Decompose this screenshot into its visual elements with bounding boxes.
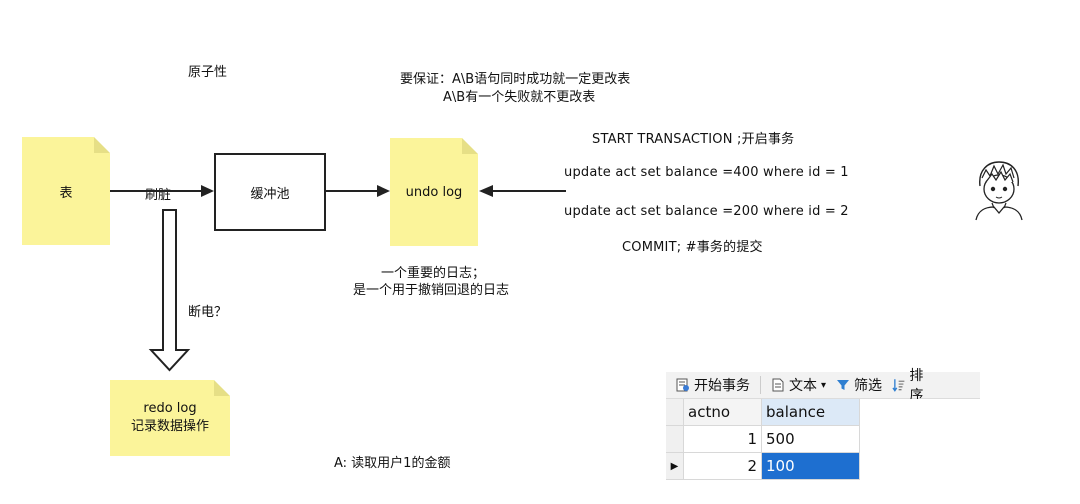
table-cell-balance-selected[interactable]: 100: [762, 453, 860, 480]
sql-update-2: update act set balance =200 where id = 2: [564, 204, 849, 219]
undo-log-label: undo log: [405, 184, 463, 200]
column-header-label: balance: [766, 403, 826, 421]
text-document-icon: [772, 378, 784, 392]
guarantee-line-2: A\B有一个失败就不更改表: [443, 90, 596, 105]
transaction-icon: [676, 378, 689, 392]
filter-label: 筛选: [854, 378, 883, 394]
current-row-arrow-icon: ▶: [670, 461, 679, 472]
note-fold-icon: [94, 137, 110, 153]
filter-icon: [837, 380, 850, 390]
data-grid-widget: 开始事务 文本 ▾ 筛选 排序: [666, 368, 980, 485]
chevron-down-icon: ▾: [821, 379, 827, 391]
toolbar-divider: [760, 376, 761, 394]
power-off-arrow-icon: [148, 209, 191, 372]
text-label: 文本: [789, 378, 817, 394]
buffer-pool-label: 缓冲池: [250, 186, 290, 202]
begin-transaction-label: 开始事务: [694, 378, 750, 394]
undo-desc-line-1: 一个重要的日志；: [381, 266, 486, 281]
table-note: 表: [22, 137, 110, 245]
power-off-label: 断电？: [188, 305, 228, 320]
result-grid: ▶ actno balance 1 500 2 100: [666, 399, 980, 485]
row-indicator-current[interactable]: ▶: [666, 453, 684, 480]
table-cell-actno[interactable]: 2: [684, 453, 762, 480]
row-indicator[interactable]: [666, 426, 684, 453]
table-cell-balance[interactable]: 500: [762, 426, 860, 453]
note-fold-icon: [462, 138, 478, 154]
undo-desc-line-2: 是一个用于撤销回退的日志: [353, 283, 510, 298]
arrow-head-icon: [377, 185, 390, 197]
buffer-pool-box: 缓冲池: [214, 153, 326, 231]
redo-log-line-1: redo log: [143, 401, 197, 416]
text-button[interactable]: 文本 ▾: [771, 375, 826, 395]
undo-log-note: undo log: [390, 138, 478, 246]
redo-log-line-2: 记录数据操作: [130, 419, 209, 434]
guarantee-line-1: 要保证：A\B语句同时成功就一定更改表: [400, 72, 631, 87]
note-fold-icon: [214, 380, 230, 396]
column-header-label: actno: [688, 403, 731, 421]
sql-start-transaction: START TRANSACTION ;开启事务: [592, 132, 795, 147]
table-cell-actno[interactable]: 1: [684, 426, 762, 453]
column-header-balance[interactable]: balance: [762, 399, 860, 426]
sort-icon: [892, 379, 905, 392]
column-header-actno[interactable]: actno: [684, 399, 762, 426]
arrow-head-icon: [479, 185, 493, 197]
grid-toolbar: 开始事务 文本 ▾ 筛选 排序: [666, 368, 980, 404]
cartoon-person-icon: [975, 161, 1023, 221]
read-note: A: 读取用户1的金额: [334, 456, 451, 471]
atomicity-title: 原子性: [188, 65, 228, 80]
table-note-label: 表: [59, 185, 73, 201]
begin-transaction-button[interactable]: 开始事务: [676, 375, 750, 395]
filter-button[interactable]: 筛选: [836, 375, 882, 395]
arrow-head-icon: [201, 185, 214, 197]
redo-log-note: redo log 记录数据操作: [110, 380, 230, 456]
header-corner: [666, 399, 684, 426]
sql-commit: COMMIT; #事务的提交: [622, 240, 763, 255]
sql-update-1: update act set balance =400 where id = 1: [564, 165, 849, 180]
